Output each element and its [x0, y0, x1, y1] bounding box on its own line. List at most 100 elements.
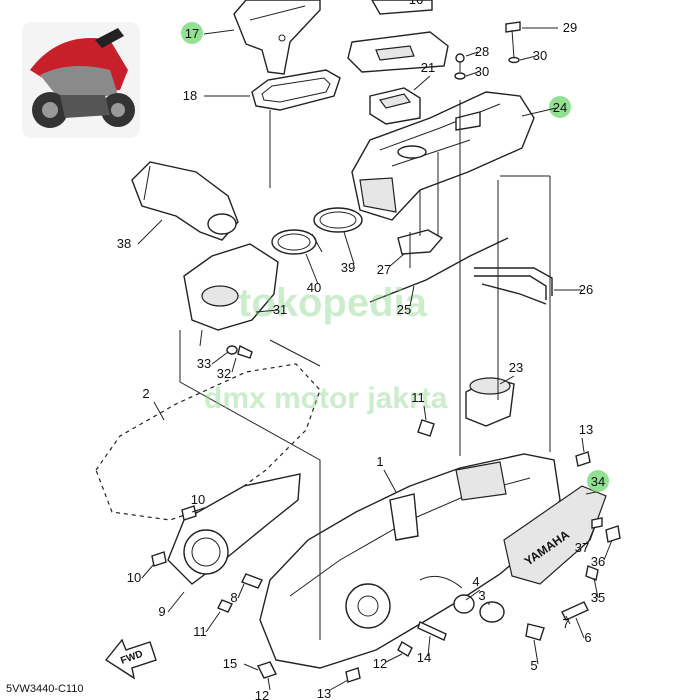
callout-number: 10 [127, 570, 141, 585]
callout-leader [231, 357, 237, 373]
callout-number: 25 [397, 302, 411, 317]
callout-number: 13 [317, 686, 331, 700]
callout-number: 31 [273, 302, 287, 317]
callout-number: 30 [533, 48, 547, 63]
part-24-airbox [351, 91, 535, 221]
callout-highlight [181, 22, 203, 44]
callout-leader [305, 253, 319, 285]
callout-leader [267, 677, 271, 691]
callout-leader [153, 401, 165, 421]
forward-arrow-icon: FWD [104, 638, 157, 680]
callout-number: 11 [193, 624, 207, 639]
watermark-secondary: dmx motor jakrta [204, 382, 448, 415]
callout-9: 9 [158, 591, 185, 619]
callout-leader [409, 285, 415, 307]
callout-leader [389, 253, 405, 267]
callout-leader [137, 219, 163, 245]
part-17-shape [233, 0, 321, 75]
callout-number: 8 [230, 590, 237, 605]
part-25-hose [369, 237, 509, 303]
callout-leader [465, 51, 479, 57]
part-31-duct-mount [183, 243, 279, 347]
callout-18: 18 [183, 88, 250, 103]
callout-leader [343, 231, 355, 265]
callout-leader [191, 507, 205, 513]
part-26-drain-tube [474, 267, 553, 305]
callout-leader [575, 617, 585, 639]
callout-39: 39 [341, 231, 355, 275]
callout-12: 12 [373, 653, 403, 671]
callout-15: 15 [223, 656, 259, 671]
callout-13: 13 [579, 422, 593, 453]
callout-leader [329, 679, 349, 691]
callout-leader [519, 55, 537, 61]
callout-32: 32 [217, 357, 237, 381]
callout-number: 13 [579, 422, 593, 437]
callout-number: 14 [417, 650, 431, 665]
scooter-photo-thumbnail [22, 22, 140, 138]
callout-number: 39 [341, 260, 355, 275]
callout-leader [383, 469, 397, 493]
callout-6: 6 [575, 617, 592, 645]
callout-number: 5 [530, 658, 537, 673]
callout-number: 34 [591, 474, 605, 489]
bolt-28 [454, 53, 466, 80]
callout-number: 36 [591, 554, 605, 569]
watermark-primary: tokopedia [238, 281, 428, 325]
callout-leader [243, 663, 259, 671]
callout-number: 23 [509, 360, 523, 375]
callout-number: 40 [307, 280, 321, 295]
callout-number: 16 [409, 0, 423, 7]
callout-leader [521, 107, 557, 117]
callout-leader [465, 71, 479, 77]
callout-leader [167, 591, 185, 613]
callout-27: 27 [377, 253, 405, 277]
part-34-cover-panel: YAMAHA [503, 485, 607, 585]
callout-leader [565, 615, 571, 625]
callout-highlight [549, 96, 571, 118]
callout-leader [603, 539, 613, 561]
callout-leader [237, 583, 245, 599]
part-38-intake-duct [131, 161, 239, 241]
callout-number: 2 [142, 386, 149, 401]
callout-number: 1 [376, 454, 383, 469]
callout-number: 9 [158, 604, 165, 619]
callout-13: 13 [317, 679, 349, 700]
callout-14: 14 [417, 635, 431, 665]
part-1-crankcase-cover [259, 453, 561, 669]
callout-number: 15 [223, 656, 237, 671]
callout-leader [141, 563, 155, 579]
callout-30: 30 [465, 64, 489, 79]
callout-leader [205, 611, 221, 633]
callout-16: 16 [409, 0, 423, 7]
callout-40: 40 [305, 253, 321, 295]
callout-11: 11 [411, 390, 427, 421]
callout-number: 3 [478, 588, 485, 603]
part-9-bracket [167, 473, 301, 585]
callout-number: 27 [377, 262, 391, 277]
callout-number: 38 [117, 236, 131, 251]
diagram-code: 5VW3440-C110 [6, 683, 83, 695]
callout-38: 38 [117, 219, 163, 251]
screw-33-32 [226, 344, 253, 359]
callout-34: 34 [585, 470, 609, 495]
callout-10: 10 [127, 563, 155, 585]
callout-8: 8 [230, 583, 245, 605]
part-2-crankcase-gasket [95, 363, 321, 521]
callout-number: 17 [185, 26, 199, 41]
bolt-29 [505, 21, 521, 64]
callout-highlight [587, 470, 609, 492]
callout-leader [581, 437, 585, 453]
callout-leader [585, 491, 597, 495]
callout-leader [385, 653, 403, 663]
callout-number: 12 [373, 656, 387, 671]
callout-number: 28 [475, 44, 489, 59]
callout-number: 21 [421, 60, 435, 75]
callout-leader [593, 577, 599, 599]
callout-leader [427, 635, 431, 657]
callout-leader [211, 351, 229, 365]
callout-3: 3 [478, 588, 490, 605]
callout-number: 11 [411, 390, 425, 405]
callout-number: 29 [563, 20, 577, 35]
